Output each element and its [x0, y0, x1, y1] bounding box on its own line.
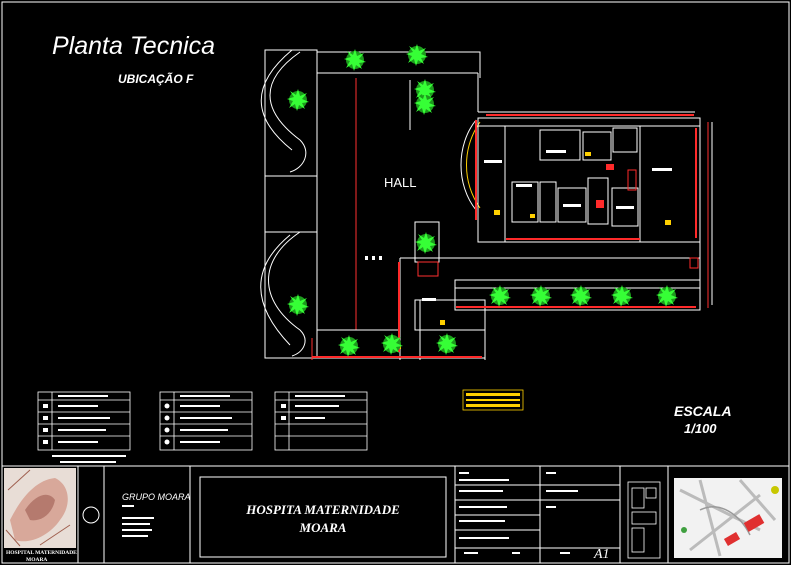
- group-name: GRUPO MOARA: [122, 492, 191, 502]
- legend-floor: [37, 391, 131, 451]
- title-block: [2, 465, 789, 563]
- legend-ceiling-text: [281, 395, 345, 420]
- thumbnail-caption-1: HOSPITAL MATERNIDADE: [6, 550, 77, 556]
- tree-icon: [287, 89, 309, 111]
- dimension-accents: [312, 114, 699, 358]
- sheet-number: A1: [593, 547, 610, 562]
- scale-value: 1/100: [684, 421, 717, 436]
- tree-icon: [406, 44, 428, 66]
- group-details: [122, 505, 154, 537]
- key-plan: [627, 481, 661, 559]
- floor-plan: [260, 49, 713, 360]
- legend-ceiling: [274, 391, 368, 451]
- tree-icon: [338, 335, 360, 357]
- legend-wall-text: [164, 395, 232, 445]
- room-labels: [365, 150, 672, 301]
- legend-wall: [159, 391, 253, 451]
- project-name-line1: HOSPITA MATERNIDADE: [245, 502, 400, 517]
- tree-icon: [436, 333, 458, 355]
- drawing-subtitle: UBICAÇÃO F: [118, 71, 194, 86]
- tree-icon: [287, 294, 309, 316]
- scale-label: ESCALA: [674, 403, 732, 419]
- symbol-legend: [462, 389, 524, 411]
- hall-label: HALL: [384, 175, 417, 190]
- drawing-title: Planta Tecnica: [52, 32, 215, 60]
- thumbnail-caption-2: MOARA: [26, 557, 47, 563]
- project-name-line2: MOARA: [299, 520, 347, 535]
- info-cells: [459, 472, 578, 554]
- location-map: [674, 478, 782, 558]
- site-thumbnail: [4, 468, 76, 548]
- tree-icon: [415, 232, 437, 254]
- legend-floor-text: [43, 395, 126, 463]
